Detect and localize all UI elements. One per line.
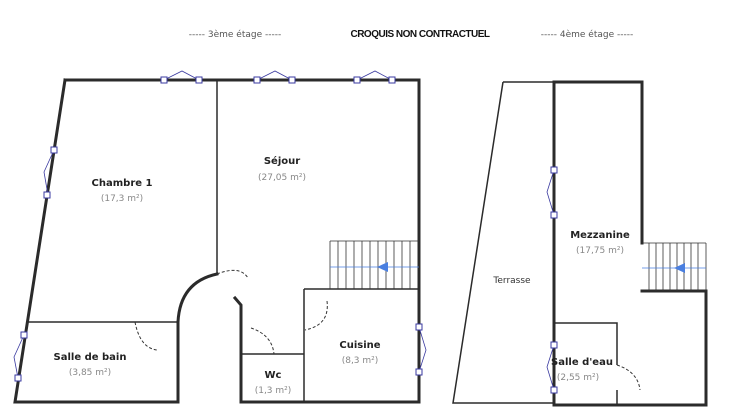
svg-text:(17,75 m²): (17,75 m²) (576, 246, 624, 256)
svg-text:(27,05 m²): (27,05 m²) (258, 173, 306, 183)
stair-arrow-icon (377, 262, 388, 272)
svg-text:Terrasse: Terrasse (492, 276, 531, 286)
svg-text:Cuisine: Cuisine (339, 340, 380, 351)
doors-3 (134, 269, 328, 355)
svg-text:(1,3 m²): (1,3 m²) (255, 386, 292, 396)
stair-arrow-icon (674, 263, 685, 273)
svg-text:Mezzanine: Mezzanine (570, 230, 630, 241)
svg-text:Chambre 1: Chambre 1 (92, 178, 153, 189)
floor-label-3: ----- 3ème étage ----- (189, 29, 281, 40)
windows-3 (13, 70, 427, 382)
room-wc: Wc (1,3 m²) (255, 370, 292, 396)
room-terrasse: Terrasse (492, 276, 531, 286)
floor4-walls (452, 80, 708, 407)
svg-text:(8,3 m²): (8,3 m²) (342, 356, 379, 366)
svg-text:(17,3 m²): (17,3 m²) (101, 194, 143, 204)
svg-text:Salle d'eau: Salle d'eau (551, 357, 613, 368)
room-sejour: Séjour (27,05 m²) (258, 155, 306, 183)
room-chambre-1: Chambre 1 (17,3 m²) (92, 178, 153, 204)
room-mezzanine: Mezzanine (17,75 m²) (570, 230, 630, 256)
svg-text:(2,55 m²): (2,55 m²) (557, 373, 599, 383)
room-salle-deau: Salle d'eau (2,55 m²) (551, 357, 613, 383)
staircase-3 (329, 240, 419, 289)
room-cuisine: Cuisine (8,3 m²) (339, 340, 380, 366)
svg-text:Séjour: Séjour (264, 155, 300, 167)
door-4 (616, 364, 641, 391)
svg-text:Wc: Wc (265, 370, 282, 381)
windows-4 (546, 166, 558, 394)
svg-text:Salle de bain: Salle de bain (54, 352, 127, 363)
floor-label-4: ----- 4ème étage ----- (541, 29, 633, 40)
disclaimer-title: CROQUIS NON CONTRACTUEL (350, 29, 489, 40)
room-salle-de-bain: Salle de bain (3,85 m²) (54, 352, 127, 378)
staircase-4 (642, 242, 707, 291)
svg-text:(3,85 m²): (3,85 m²) (69, 368, 111, 378)
